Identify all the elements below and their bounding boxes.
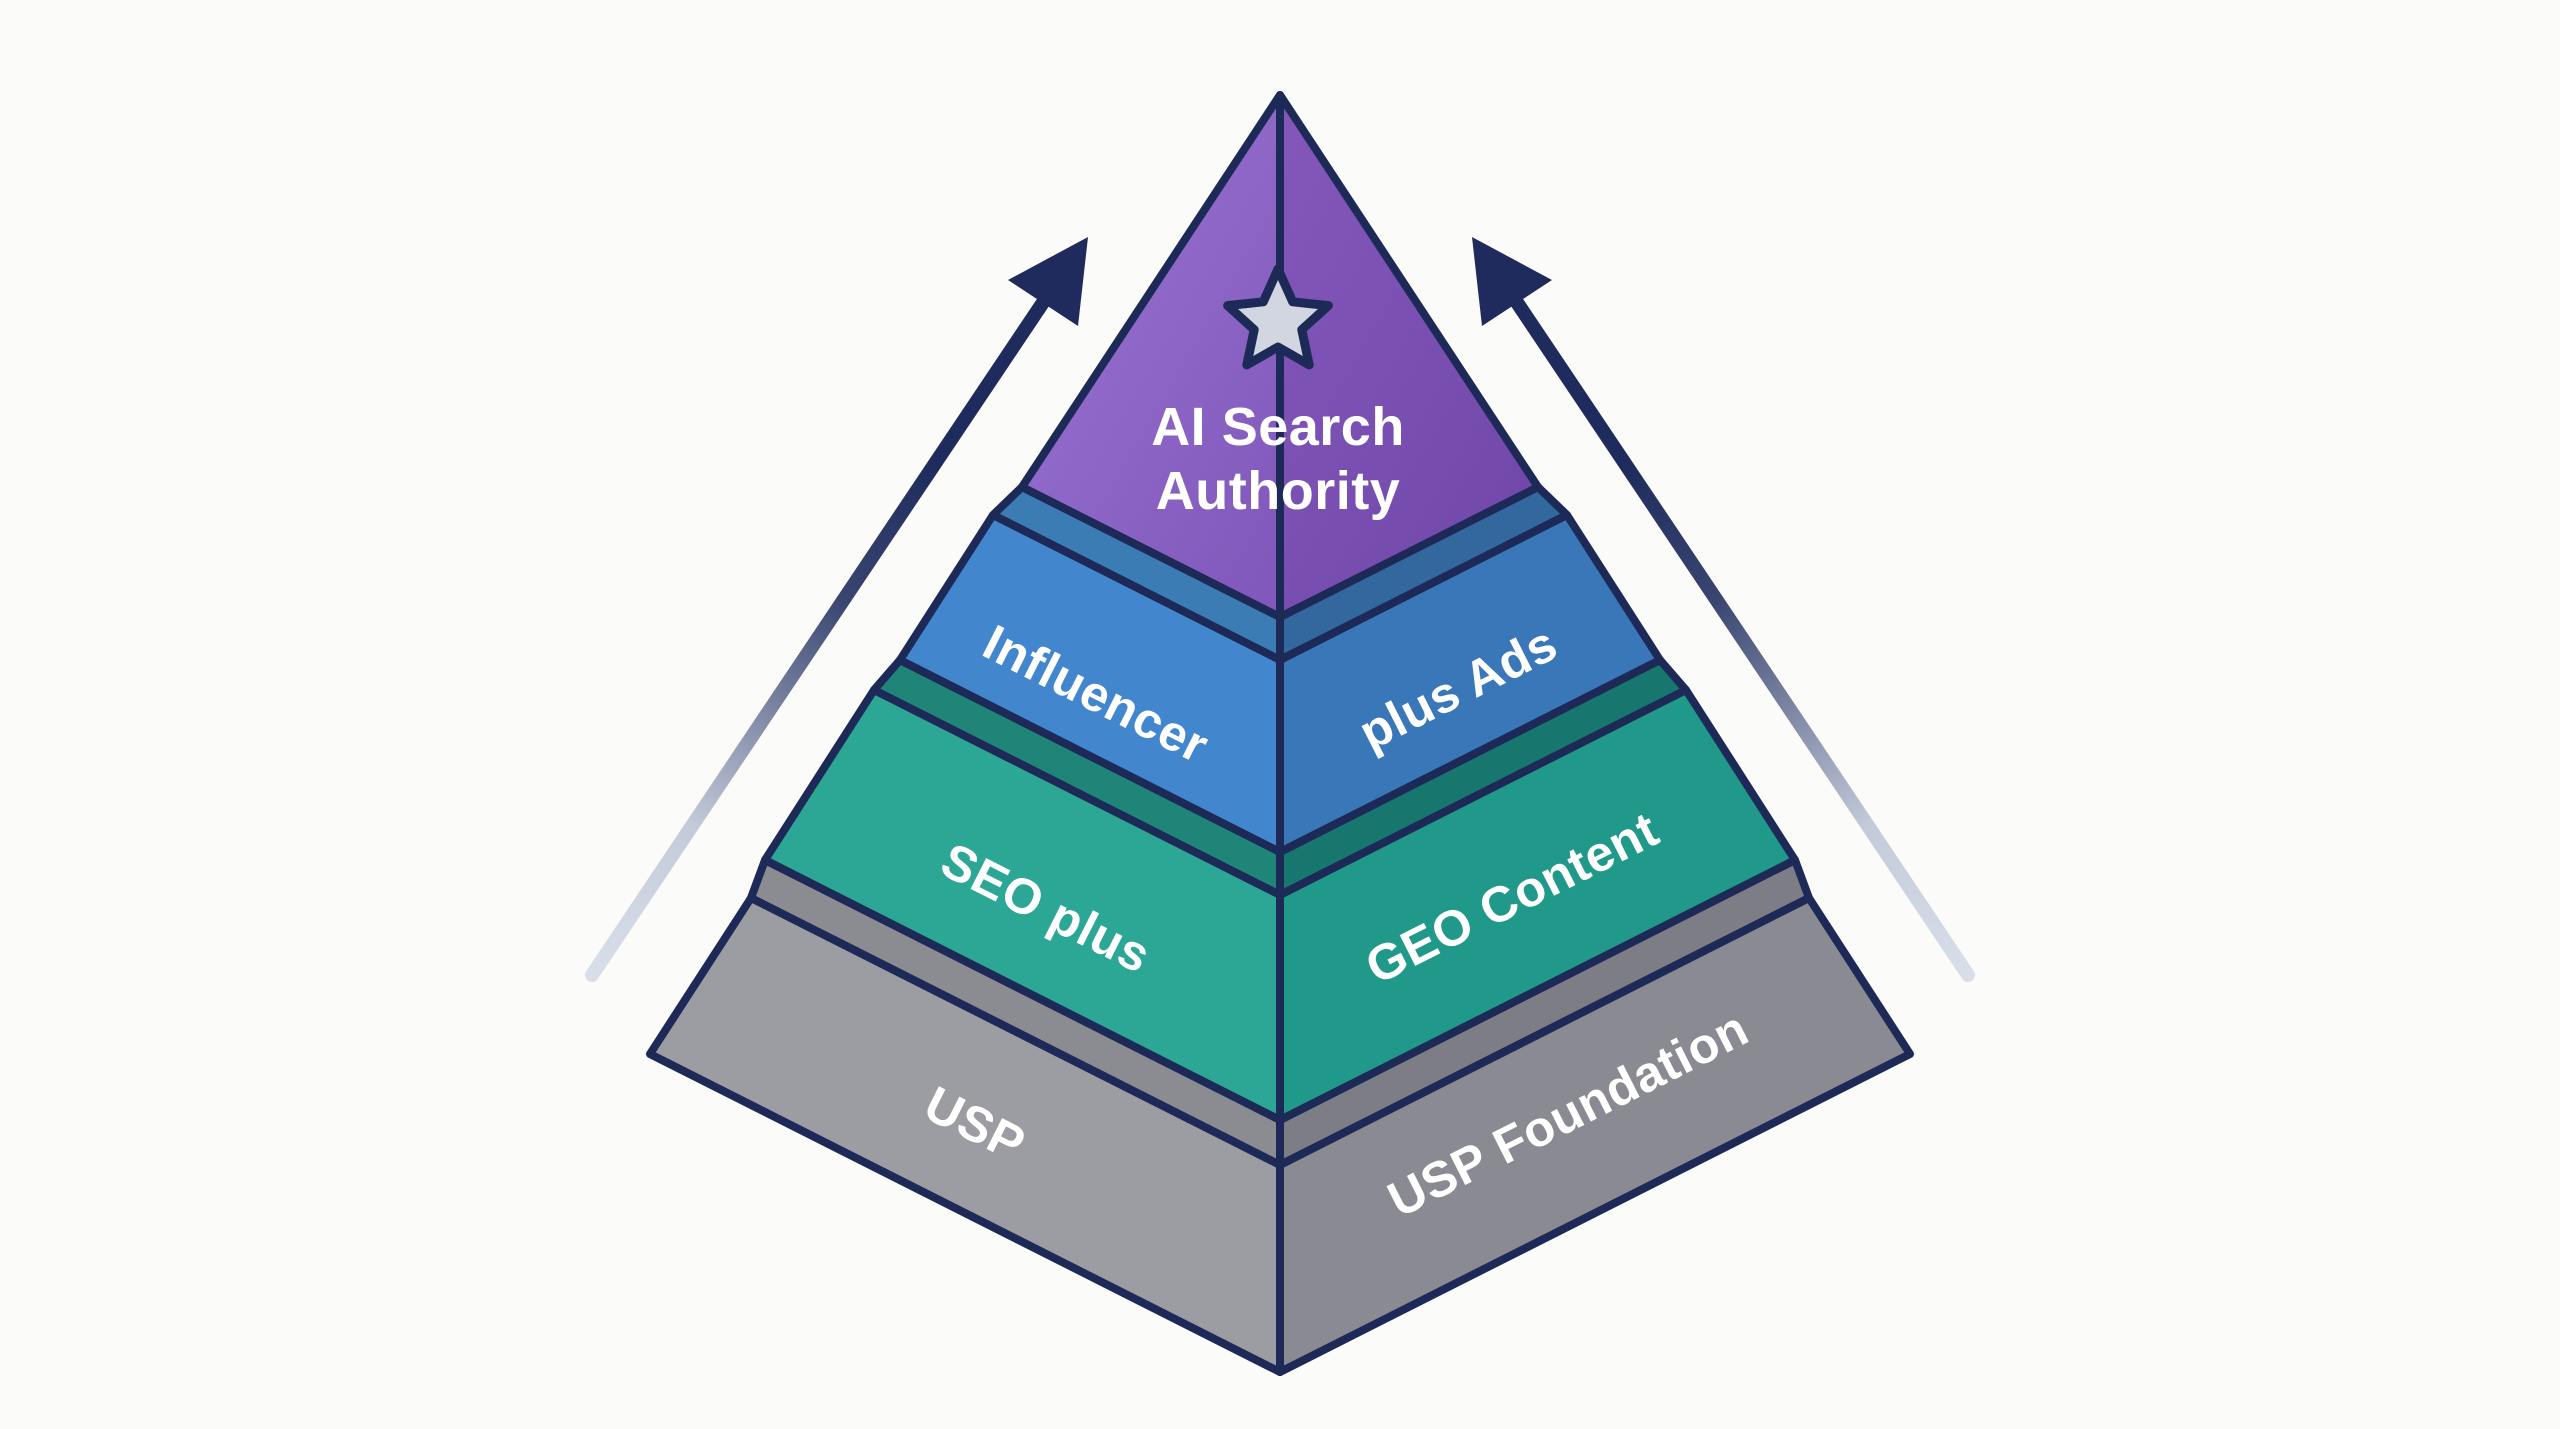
tier-top-right-face: [1276, 91, 1542, 621]
arrow-shaft: [1505, 288, 1975, 982]
title-line-1: AI Search: [1151, 397, 1405, 457]
tier-influencer-ads: Influencer plus Ads: [896, 483, 1664, 856]
growth-arrow-right: [1472, 237, 1975, 982]
arrow-head-icon: [1472, 237, 1552, 326]
star-icon: [1223, 264, 1333, 370]
arrow-head-icon: [1008, 237, 1088, 326]
title-line-2: Authority: [1156, 461, 1400, 521]
tier-seo-geo-content: SEO plus GEO Content: [761, 656, 1799, 1124]
arrow-shaft: [585, 288, 1055, 982]
tier-ai-search-authority: AI Search Authority: [1018, 91, 1542, 621]
growth-arrow-left: [585, 237, 1088, 982]
